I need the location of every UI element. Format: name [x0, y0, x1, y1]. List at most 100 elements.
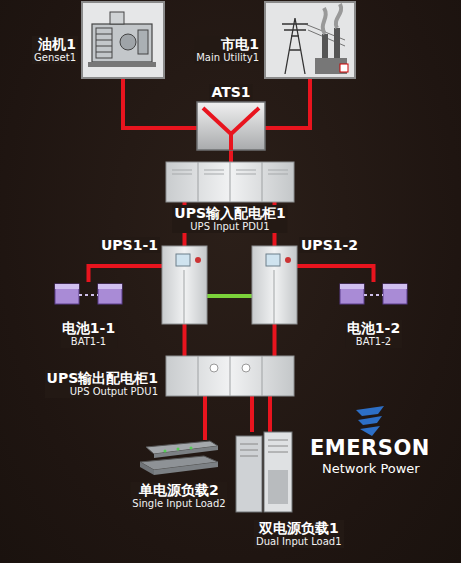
node-title: UPS输出配电柜1 [47, 370, 158, 386]
ups-input-pdu-node: UPS输入配电柜1UPS Input PDU1 [166, 162, 294, 202]
pdu-cabinet-picture-part [242, 364, 250, 372]
ats-picture-part [197, 102, 265, 150]
ups-cabinet-picture [162, 246, 297, 324]
battery-picture-part [55, 284, 79, 289]
pdu-cabinet-picture-part [198, 356, 262, 396]
genset-picture-part [96, 52, 112, 53]
power-line [183, 324, 187, 356]
ups-cabinet-picture-part [285, 257, 291, 263]
switch-picture-part [190, 447, 193, 450]
ups-cabinet-picture-part [184, 270, 185, 324]
node-title: ATS1 [211, 84, 250, 100]
node-label: 双电源负载1Dual Input Load1 [254, 520, 344, 548]
switch-picture-part [154, 462, 218, 475]
switch-picture-part [154, 446, 218, 458]
switch-picture-part [177, 448, 180, 451]
logo-emblem [356, 406, 384, 436]
node-title: 电池1-1 [62, 320, 115, 336]
server-picture-part [236, 436, 262, 512]
utility-picture [265, 2, 355, 78]
utility-picture-part [323, 4, 341, 34]
node-title: 油机1 [34, 36, 76, 52]
ups-cabinet-picture-part [162, 246, 207, 324]
battery-picture-part [364, 294, 383, 296]
ups-unit-node: UPS1-1 [162, 246, 207, 324]
pdu-cabinet-picture-part [172, 170, 288, 174]
ups-unit-node: UPS1-2 [252, 246, 297, 324]
node-label: 电池1-1BAT1-1 [60, 320, 117, 348]
node-label: 市电1Main Utility1 [194, 36, 261, 64]
power-line [252, 396, 270, 432]
node-subtitle: Main Utility1 [196, 52, 259, 64]
node-title: UPS输入配电柜1 [174, 205, 285, 221]
pdu-cabinet-picture [166, 356, 294, 396]
power-line [123, 78, 197, 128]
genset-picture-part [96, 46, 112, 47]
node-title: 电池1-2 [347, 320, 400, 336]
battery-picture-part [98, 284, 122, 304]
ups-cabinet-picture-part [252, 246, 297, 324]
logo-emblem-part [358, 416, 382, 425]
node-subtitle: BAT1-1 [62, 336, 115, 348]
ats-picture [197, 102, 265, 150]
genset-picture [82, 2, 164, 78]
node-label: 电池1-2BAT1-2 [345, 320, 402, 348]
power-line [265, 78, 310, 128]
logo-emblem-part [360, 426, 380, 436]
ups-cabinet-picture-part [195, 257, 201, 263]
server-picture-part [264, 432, 292, 512]
genset-node: 油机1Genset1 [82, 2, 164, 78]
genset-picture-part [88, 62, 156, 67]
pdu-cabinet-picture-part [166, 356, 294, 396]
ups-cabinet-picture-part [176, 254, 190, 266]
node-title: 市电1 [196, 36, 259, 52]
node-label: UPS输出配电柜1UPS Output PDU1 [45, 370, 160, 398]
battery-picture-part [383, 284, 407, 304]
power-line [273, 324, 277, 356]
genset-picture-part [110, 12, 124, 24]
logo-emblem-part [356, 406, 384, 416]
node-title: UPS1-1 [101, 237, 158, 253]
node-label: UPS输入配电柜1UPS Input PDU1 [172, 205, 287, 233]
ups-cabinet-picture-part [274, 270, 275, 324]
node-label: UPS1-1 [99, 237, 160, 253]
node-title: 单电源负载2 [132, 482, 225, 498]
battery-node: 电池1-2BAT1-2 [340, 282, 407, 306]
pdu-cabinet-picture-part [210, 364, 218, 372]
node-label: UPS1-2 [299, 237, 360, 253]
genset-picture-part [92, 24, 152, 62]
genset-picture-part [138, 30, 148, 54]
node-subtitle: UPS Input PDU1 [174, 221, 285, 233]
power-line [207, 294, 252, 298]
switch-picture-part [164, 450, 167, 453]
switch-picture [140, 441, 218, 475]
ups-output-pdu-node: UPS输出配电柜1UPS Output PDU1 [166, 356, 294, 396]
node-label: ATS1 [209, 84, 252, 100]
power-line [89, 266, 163, 282]
node-subtitle: BAT1-2 [347, 336, 400, 348]
node-label: 油机1Genset1 [32, 36, 78, 64]
genset-picture-part [96, 34, 112, 35]
power-line [229, 150, 233, 162]
battery-picture-part [55, 284, 79, 304]
utility-picture-part [282, 18, 308, 74]
ups-cabinet-picture-part [266, 254, 280, 266]
single-input-load-node: 单电源负载2Single Input Load2 [140, 440, 218, 475]
power-line [297, 266, 374, 282]
brand-name: EMERSON [310, 436, 430, 460]
node-title: UPS1-2 [301, 237, 358, 253]
genset-picture-part [82, 2, 164, 78]
node-subtitle: Single Input Load2 [132, 498, 225, 510]
node-title: 双电源负载1 [256, 520, 342, 536]
utility-picture-part [315, 58, 347, 74]
server-picture-part [268, 470, 288, 504]
pdu-cabinet-picture [166, 162, 294, 202]
battery-picture-part [340, 284, 364, 289]
server-picture [236, 432, 292, 512]
server-picture-part [240, 440, 288, 456]
node-subtitle: Dual Input Load1 [256, 536, 342, 548]
battery-picture-part [340, 284, 364, 304]
ats-switch-node: ATS1 [197, 102, 265, 150]
switch-picture-part [140, 462, 154, 475]
brand-tagline: Network Power [322, 461, 420, 476]
